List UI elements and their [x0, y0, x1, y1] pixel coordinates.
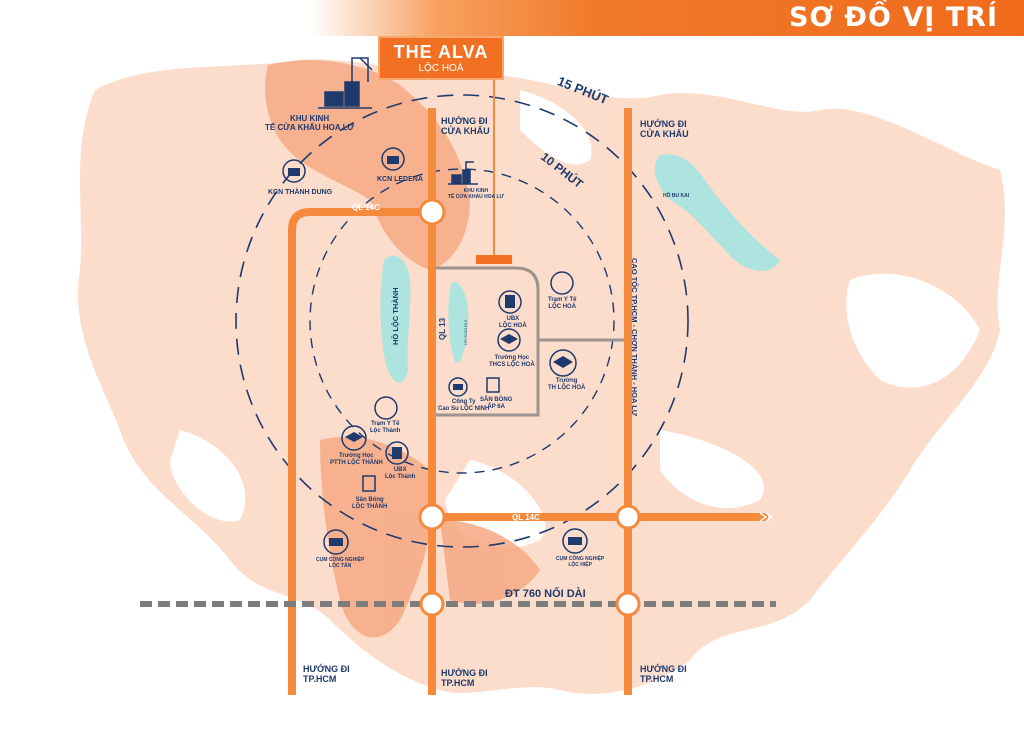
lake-bu-kai — [654, 154, 780, 271]
direction-top-right: HƯỚNG ĐI CỬA KHẨU — [640, 119, 689, 140]
label-ubx-loc-thanh: UBX Lộc Thành — [385, 467, 416, 480]
intersections — [418, 198, 641, 617]
lake-small — [448, 281, 469, 363]
label-tram-y-te-loc-hoa: Trạm Y Tế LỘC HOÀ — [548, 297, 577, 310]
land-gap-2 — [846, 273, 980, 388]
label-san-bong-ap6a: SÂN BÓNG ẤP 6A — [480, 397, 513, 410]
field-icon-loc-thanh — [362, 475, 376, 492]
header-bar: SƠ ĐỒ VỊ TRÍ — [310, 0, 1024, 36]
land-areas — [78, 59, 1005, 694]
road-label-ql14c-mid: QL 14C — [512, 513, 540, 522]
medical-icon-loc-thanh — [374, 396, 398, 420]
direction-bottom-left: HƯỚNG ĐI TP.HCM — [303, 664, 350, 685]
junction-expressway-ql14c — [615, 504, 641, 530]
local-roads — [436, 266, 628, 417]
port-icon — [318, 57, 373, 109]
local-road-loop — [436, 266, 540, 417]
label-cong-ty: Công Ty Cao Su LỘC NINH — [438, 399, 490, 412]
land-gap-1 — [520, 90, 592, 165]
icons — [282, 57, 588, 555]
page-title: SƠ ĐỒ VỊ TRÍ — [788, 2, 998, 33]
factory-icon-thanh-dung — [282, 159, 306, 183]
ring-15-min — [235, 94, 689, 548]
label-ho-loc-thanh: HỒ LỘC THÀNH — [390, 288, 400, 346]
junction-ql13-dt760 — [419, 591, 445, 617]
road-arrow-east — [759, 512, 774, 522]
direction-top-center: HƯỚNG ĐI CỬA KHẨU — [441, 116, 490, 137]
junction-ql13-ql14c-north — [418, 198, 446, 226]
label-khu-kinh-te-small: KHU KINH TẾ CỬA KHẨU HOA LƯ — [448, 188, 504, 200]
label-ho-small: HỒ SUỐI ĐUI — [463, 320, 468, 345]
hat-icon-ptth — [341, 425, 367, 451]
label-khu-kinh-te: KHU KINH TẾ CỬA KHẨU HOA LƯ — [265, 114, 355, 133]
label-san-bong-loc-thanh: Sân Bóng LỘC THÀNH — [352, 497, 388, 510]
land-highlight-nw — [265, 60, 470, 271]
project-name: THE ALVA — [393, 42, 489, 62]
road-label-expressway: CAO TỐC TP.HCM - CHƠN THÀNH - HOA LƯ — [630, 258, 640, 417]
road-label-ql13: QL 13 — [438, 317, 447, 340]
land-highlights — [265, 60, 540, 638]
factory-icon-loc-tan — [323, 529, 349, 555]
building-icon-ubx-loc-thanh — [385, 441, 409, 465]
label-truong-thcs: Trường Học THCS LỘC HOÀ — [489, 355, 535, 368]
label-kcn-ledena: KCN LEDENA — [377, 176, 423, 183]
label-truong-th: Trường TH LỘC HOÀ — [548, 378, 586, 391]
medical-icon-loc-hoa — [550, 271, 574, 295]
road-label-dt760: ĐT 760 NỐI DÀI — [505, 586, 586, 600]
field-icon-ap6a — [486, 377, 500, 393]
direction-bottom-center: HƯỚNG ĐI TP.HCM — [441, 668, 488, 689]
label-cum-cn-loc-hiep: CỤM CÔNG NGHIỆP LỘC HIỆP — [556, 556, 605, 568]
land-gap-5 — [170, 430, 246, 522]
project-sub: LỘC HOÀ — [418, 63, 464, 74]
factory-icon-ledena — [381, 147, 405, 171]
land-gap-4 — [660, 430, 764, 509]
project-brand-box: THE ALVA LỘC HOÀ — [378, 36, 504, 80]
project-marker — [476, 255, 512, 264]
ring-10-min — [309, 168, 615, 474]
road-label-ql14c-top: QL 14C — [352, 203, 380, 212]
building-icon-ubx-loc-hoa — [498, 290, 522, 314]
hat-icon-thcs — [497, 328, 521, 352]
label-cum-cn-loc-tan: CỤM CÔNG NGHIỆP LỘC TẤN — [316, 557, 365, 569]
label-kcn-thanh-dung: KCN THÀNH DUNG — [268, 189, 333, 196]
label-truong-ptth: Trường Học PTTH LỘC THÀNH — [330, 453, 383, 466]
label-tram-y-te-loc-thanh: Trạm Y Tế Lộc Thành — [370, 421, 401, 434]
hat-icon-th-loc-hoa — [549, 349, 577, 377]
land-highlight-sw — [320, 436, 433, 638]
water — [380, 154, 780, 383]
label-ho-bu-kai: HỒ BU KAI — [663, 193, 690, 199]
junction-ql13-ql14c-south — [418, 503, 446, 531]
label-ubx-loc-hoa: UBX LỘC HOÀ — [499, 316, 527, 329]
factory-icon-loc-hiep — [562, 528, 588, 554]
land-highlight-s — [440, 520, 540, 604]
junction-expressway-dt760 — [615, 591, 641, 617]
direction-bottom-right: HƯỚNG ĐI TP.HCM — [640, 664, 687, 685]
factory-icon-cong-ty — [448, 377, 468, 397]
road-ql14c-west — [288, 208, 432, 695]
port-small-icon — [448, 161, 478, 185]
land-area-main — [78, 59, 1005, 694]
lake-loc-thanh — [380, 255, 411, 383]
